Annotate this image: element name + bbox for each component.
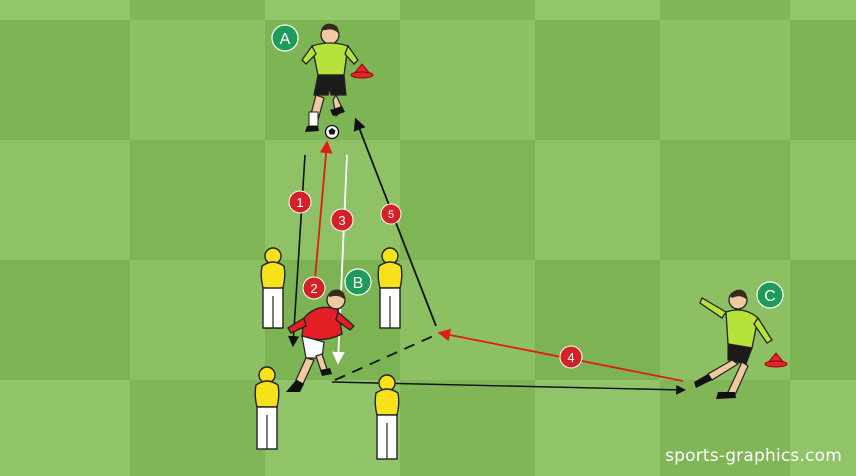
watermark-text: sports-graphics.com: [665, 446, 842, 466]
step-label-1: 1: [296, 195, 303, 210]
mannequin: [254, 366, 280, 450]
step-badge-5: 5: [380, 203, 402, 225]
player-a-figure: [301, 23, 359, 132]
step-label-5: 5: [388, 209, 394, 221]
step-label-2: 2: [310, 281, 317, 296]
mannequin: [260, 247, 286, 329]
player-c-figure: [694, 289, 773, 399]
player-label-c: C: [764, 288, 776, 305]
dribble-dashed: [334, 332, 441, 381]
step-badge-4: 4: [559, 345, 583, 369]
cone-icon: [350, 63, 374, 79]
player-b-figure: [286, 289, 355, 392]
mannequin: [377, 247, 403, 329]
player-label-a: A: [280, 31, 291, 48]
player-badge-b: B: [344, 268, 372, 296]
player-badge-c: C: [756, 281, 784, 309]
pass-arrow-2: [313, 140, 333, 291]
mannequin: [374, 374, 400, 460]
step-label-4: 4: [567, 350, 574, 365]
player-label-b: B: [353, 275, 364, 292]
step-badge-2: 2: [302, 276, 326, 300]
step-badge-3: 3: [330, 208, 354, 232]
cone-icon: [764, 352, 788, 368]
soccer-ball-icon: [324, 124, 340, 140]
step-badge-1: 1: [288, 190, 312, 214]
run-arrow-1: [287, 154, 306, 348]
step-label-3: 3: [338, 213, 345, 228]
player-badge-a: A: [271, 24, 299, 52]
